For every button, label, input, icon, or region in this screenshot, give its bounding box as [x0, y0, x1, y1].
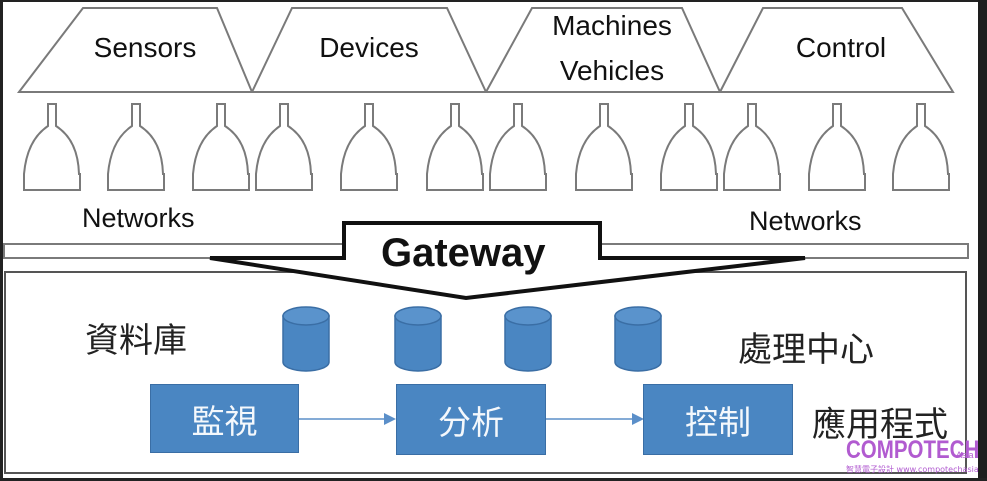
- frame-border-top: [0, 0, 987, 2]
- network-endpoint-icon: [892, 103, 950, 191]
- category-trapezoid-control: [718, 7, 955, 93]
- network-bar-left: [3, 243, 345, 259]
- database-cylinder-icon: [504, 306, 552, 372]
- network-endpoint-icon: [489, 103, 547, 191]
- frame-border-right: [978, 0, 987, 481]
- network-endpoint-icon: [660, 103, 718, 191]
- watermark-tagline: 智慧電子設計 www.compotechasia.com: [846, 465, 987, 474]
- network-endpoint-icon: [255, 103, 313, 191]
- network-endpoint-icon: [340, 103, 398, 191]
- database-label: 資料庫: [85, 321, 187, 361]
- watermark-brand: COMPOTECH: [846, 436, 980, 464]
- category-label-sensors: Sensors: [93, 32, 197, 63]
- frame-border-left: [0, 0, 3, 481]
- network-endpoint-icon: [808, 103, 866, 191]
- network-endpoint-icon: [107, 103, 165, 191]
- gateway-label: Gateway: [381, 231, 546, 275]
- frame-border-bottom: [0, 478, 987, 481]
- category-label-vehicles: Vehicles: [559, 55, 665, 86]
- watermark-brand-suffix: Asia: [956, 450, 974, 460]
- step-box-monitor: 監視: [150, 384, 299, 453]
- database-cylinder-icon: [394, 306, 442, 372]
- application-label: 應用程式: [812, 405, 948, 445]
- category-trapezoid-machines: [484, 7, 722, 93]
- flow-arrow-monitor-to-analyze: [298, 413, 396, 425]
- networks-label-left: Networks: [82, 203, 195, 233]
- processing-center-label: 處理中心: [738, 330, 874, 370]
- step-box-analyze: 分析: [396, 384, 546, 455]
- database-cylinder-icon: [282, 306, 330, 372]
- network-endpoint-icon: [575, 103, 633, 191]
- network-endpoint-icon: [192, 103, 250, 191]
- networks-label-right: Networks: [749, 206, 862, 236]
- category-label-control: Control: [795, 32, 887, 63]
- category-label-devices: Devices: [319, 32, 419, 63]
- category-trapezoid-devices: [250, 7, 488, 93]
- category-trapezoid-sensors: [16, 7, 254, 93]
- network-endpoint-icon: [426, 103, 484, 191]
- network-endpoint-icon: [723, 103, 781, 191]
- step-box-control: 控制: [643, 384, 793, 455]
- gateway-arrow: [209, 221, 806, 301]
- network-bar-right: [599, 243, 969, 259]
- category-label-machines: Machines: [552, 10, 672, 41]
- flow-arrow-analyze-to-control: [544, 413, 644, 425]
- network-endpoint-icon: [23, 103, 81, 191]
- database-cylinder-icon: [614, 306, 662, 372]
